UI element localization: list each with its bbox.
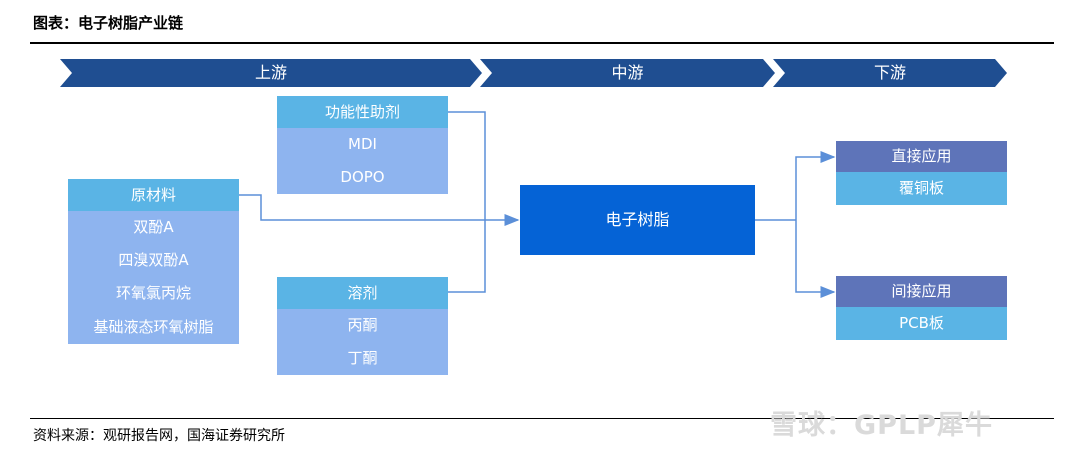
additive-item: DOPO (340, 168, 385, 186)
raw-material-item: 四溴双酚A (118, 251, 189, 269)
stage-label-downstream: 下游 (873, 63, 906, 82)
indirect-application-item: PCB板 (836, 307, 1007, 340)
functional-additives-box: 功能性助剂 MDI DOPO (277, 96, 448, 194)
indirect-application-header: 间接应用 (836, 276, 1007, 307)
raw-materials-header: 原材料 (68, 179, 239, 211)
raw-materials-box: 原材料 双酚A 四溴双酚A 环氧氯丙烷 基础液态环氧树脂 (68, 179, 239, 344)
solvent-item: 丙酮 (347, 316, 378, 334)
source-note: 资料来源：观研报告网，国海证券研究所 (33, 428, 285, 444)
solvents-header: 溶剂 (277, 277, 448, 309)
bottom-divider (30, 418, 1054, 419)
stage-chevron-downstream (773, 59, 1007, 87)
raw-material-item: 基础液态环氧树脂 (93, 318, 214, 336)
figure-title: 图表：电子树脂产业链 (33, 14, 184, 32)
direct-application-item: 覆铜板 (836, 172, 1007, 205)
solvents-box: 溶剂 丙酮 丁酮 (277, 277, 448, 375)
stage-label-midstream: 中游 (611, 63, 644, 82)
raw-material-item: 环氧氯丙烷 (115, 284, 191, 302)
direct-application-box: 直接应用 覆铜板 (836, 141, 1007, 205)
watermark: 雪球：GPLP犀牛 (770, 410, 993, 441)
electronic-resin-node: 电子树脂 (520, 185, 755, 255)
solvent-item: 丁酮 (347, 349, 378, 367)
top-divider (30, 42, 1054, 44)
stage-chevron-midstream (480, 59, 775, 87)
direct-application-header: 直接应用 (836, 141, 1007, 172)
raw-material-item: 双酚A (133, 218, 174, 236)
indirect-application-box: 间接应用 PCB板 (836, 276, 1007, 340)
additive-item: MDI (348, 135, 377, 153)
functional-additives-header: 功能性助剂 (277, 96, 448, 128)
stage-label-upstream: 上游 (254, 63, 287, 82)
stage-chevron-upstream (60, 59, 482, 87)
